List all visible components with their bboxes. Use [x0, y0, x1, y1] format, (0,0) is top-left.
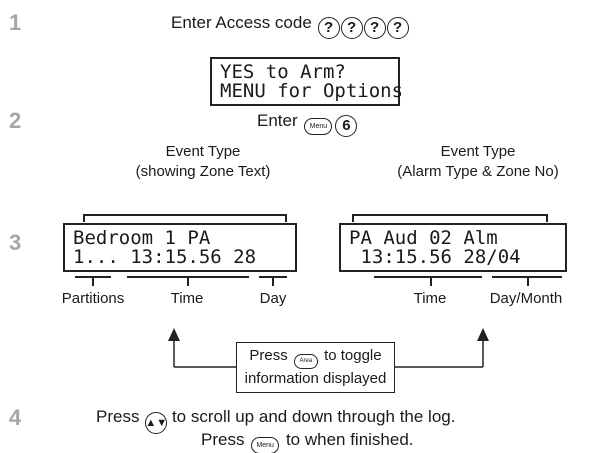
callout-line1: Press Area to toggle — [241, 346, 390, 369]
question-key-icon: ? — [363, 16, 386, 39]
lcd-right-line1: PA Aud 02 Alm — [349, 227, 498, 249]
question-key-icon: ? — [340, 16, 363, 39]
right-header-bracket-tick — [546, 214, 548, 222]
callout-press: Press — [249, 347, 288, 364]
lcd-top-line1: YES to Arm? — [220, 61, 346, 83]
step-4-line2-text: to when finished. — [285, 430, 414, 449]
step-2-text: Enter — [257, 111, 298, 130]
step-4-line1: Press ▲▼ to scroll up and down through t… — [96, 407, 455, 434]
step-1-instruction: Enter Access code ???? — [171, 13, 409, 39]
daymonth-bracket-stem — [527, 276, 529, 286]
time-bracket-stem — [187, 276, 189, 286]
step-4-line2-press: Press — [201, 430, 245, 449]
menu-key-icon: Menu — [304, 118, 333, 135]
step-number-1: 1 — [9, 10, 22, 35]
callout-line2: information displayed — [244, 369, 387, 387]
label-partitions: Partitions — [61, 290, 125, 307]
lcd-left-line1: Bedroom 1 PA — [73, 227, 211, 249]
question-key-icon: ? — [386, 16, 409, 39]
step-4-line1-text: to scroll up and down through the log. — [171, 407, 456, 426]
toggle-callout: Press Area to toggle information display… — [236, 342, 395, 393]
lcd-left-line2: 1... 13:15.56 28 — [73, 246, 257, 268]
label-time-left: Time — [170, 290, 204, 307]
step-number-3: 3 — [9, 230, 22, 255]
step-number-2: 2 — [9, 108, 22, 133]
step-4-line2: Press Menu to when finished. — [201, 430, 414, 453]
label-time-right: Time — [413, 290, 447, 307]
lcd-right-display: PA Aud 02 Alm 13:15.56 28/04 — [339, 223, 567, 272]
digit-key-icon: 6 — [335, 114, 358, 137]
lcd-top-display: YES to Arm? MENU for Options — [210, 57, 404, 106]
arrow-up-right-icon — [477, 328, 489, 341]
time-bracket-right — [374, 276, 482, 278]
left-header-bracket — [83, 214, 286, 216]
left-header-line1: Event Type — [165, 143, 241, 160]
right-header-line2: (Alarm Type & Zone No) — [397, 163, 559, 180]
lcd-left-display: Bedroom 1 PA 1... 13:15.56 28 — [63, 223, 297, 272]
menu-key-icon: Menu — [251, 437, 280, 453]
partitions-bracket-stem — [92, 276, 94, 286]
arrow-up-left-icon — [168, 328, 180, 341]
lcd-top-line2: MENU for Options — [220, 80, 404, 102]
right-header-bracket — [352, 214, 547, 216]
step-number-4: 4 — [9, 405, 22, 430]
time-bracket-right-stem — [430, 276, 432, 286]
right-header-line1: Event Type — [440, 143, 516, 160]
lcd-right-line2: 13:15.56 28/04 — [349, 246, 521, 268]
question-key-icon: ? — [317, 16, 340, 39]
right-header-bracket-tick — [352, 214, 354, 222]
label-day: Day — [259, 290, 287, 307]
callout-toggle: to toggle — [324, 347, 382, 364]
label-daymonth: Day/Month — [489, 290, 563, 307]
left-header-bracket-tick — [83, 214, 85, 222]
area-key-icon: Area — [293, 353, 318, 369]
step-4-line1-press: Press — [96, 407, 140, 426]
up-down-scroll-icon: ▲▼ — [145, 412, 168, 434]
left-header-bracket-tick — [285, 214, 287, 222]
left-header-line2: (showing Zone Text) — [135, 163, 271, 180]
step-1-text: Enter Access code — [171, 13, 312, 32]
day-bracket-stem — [272, 276, 274, 286]
